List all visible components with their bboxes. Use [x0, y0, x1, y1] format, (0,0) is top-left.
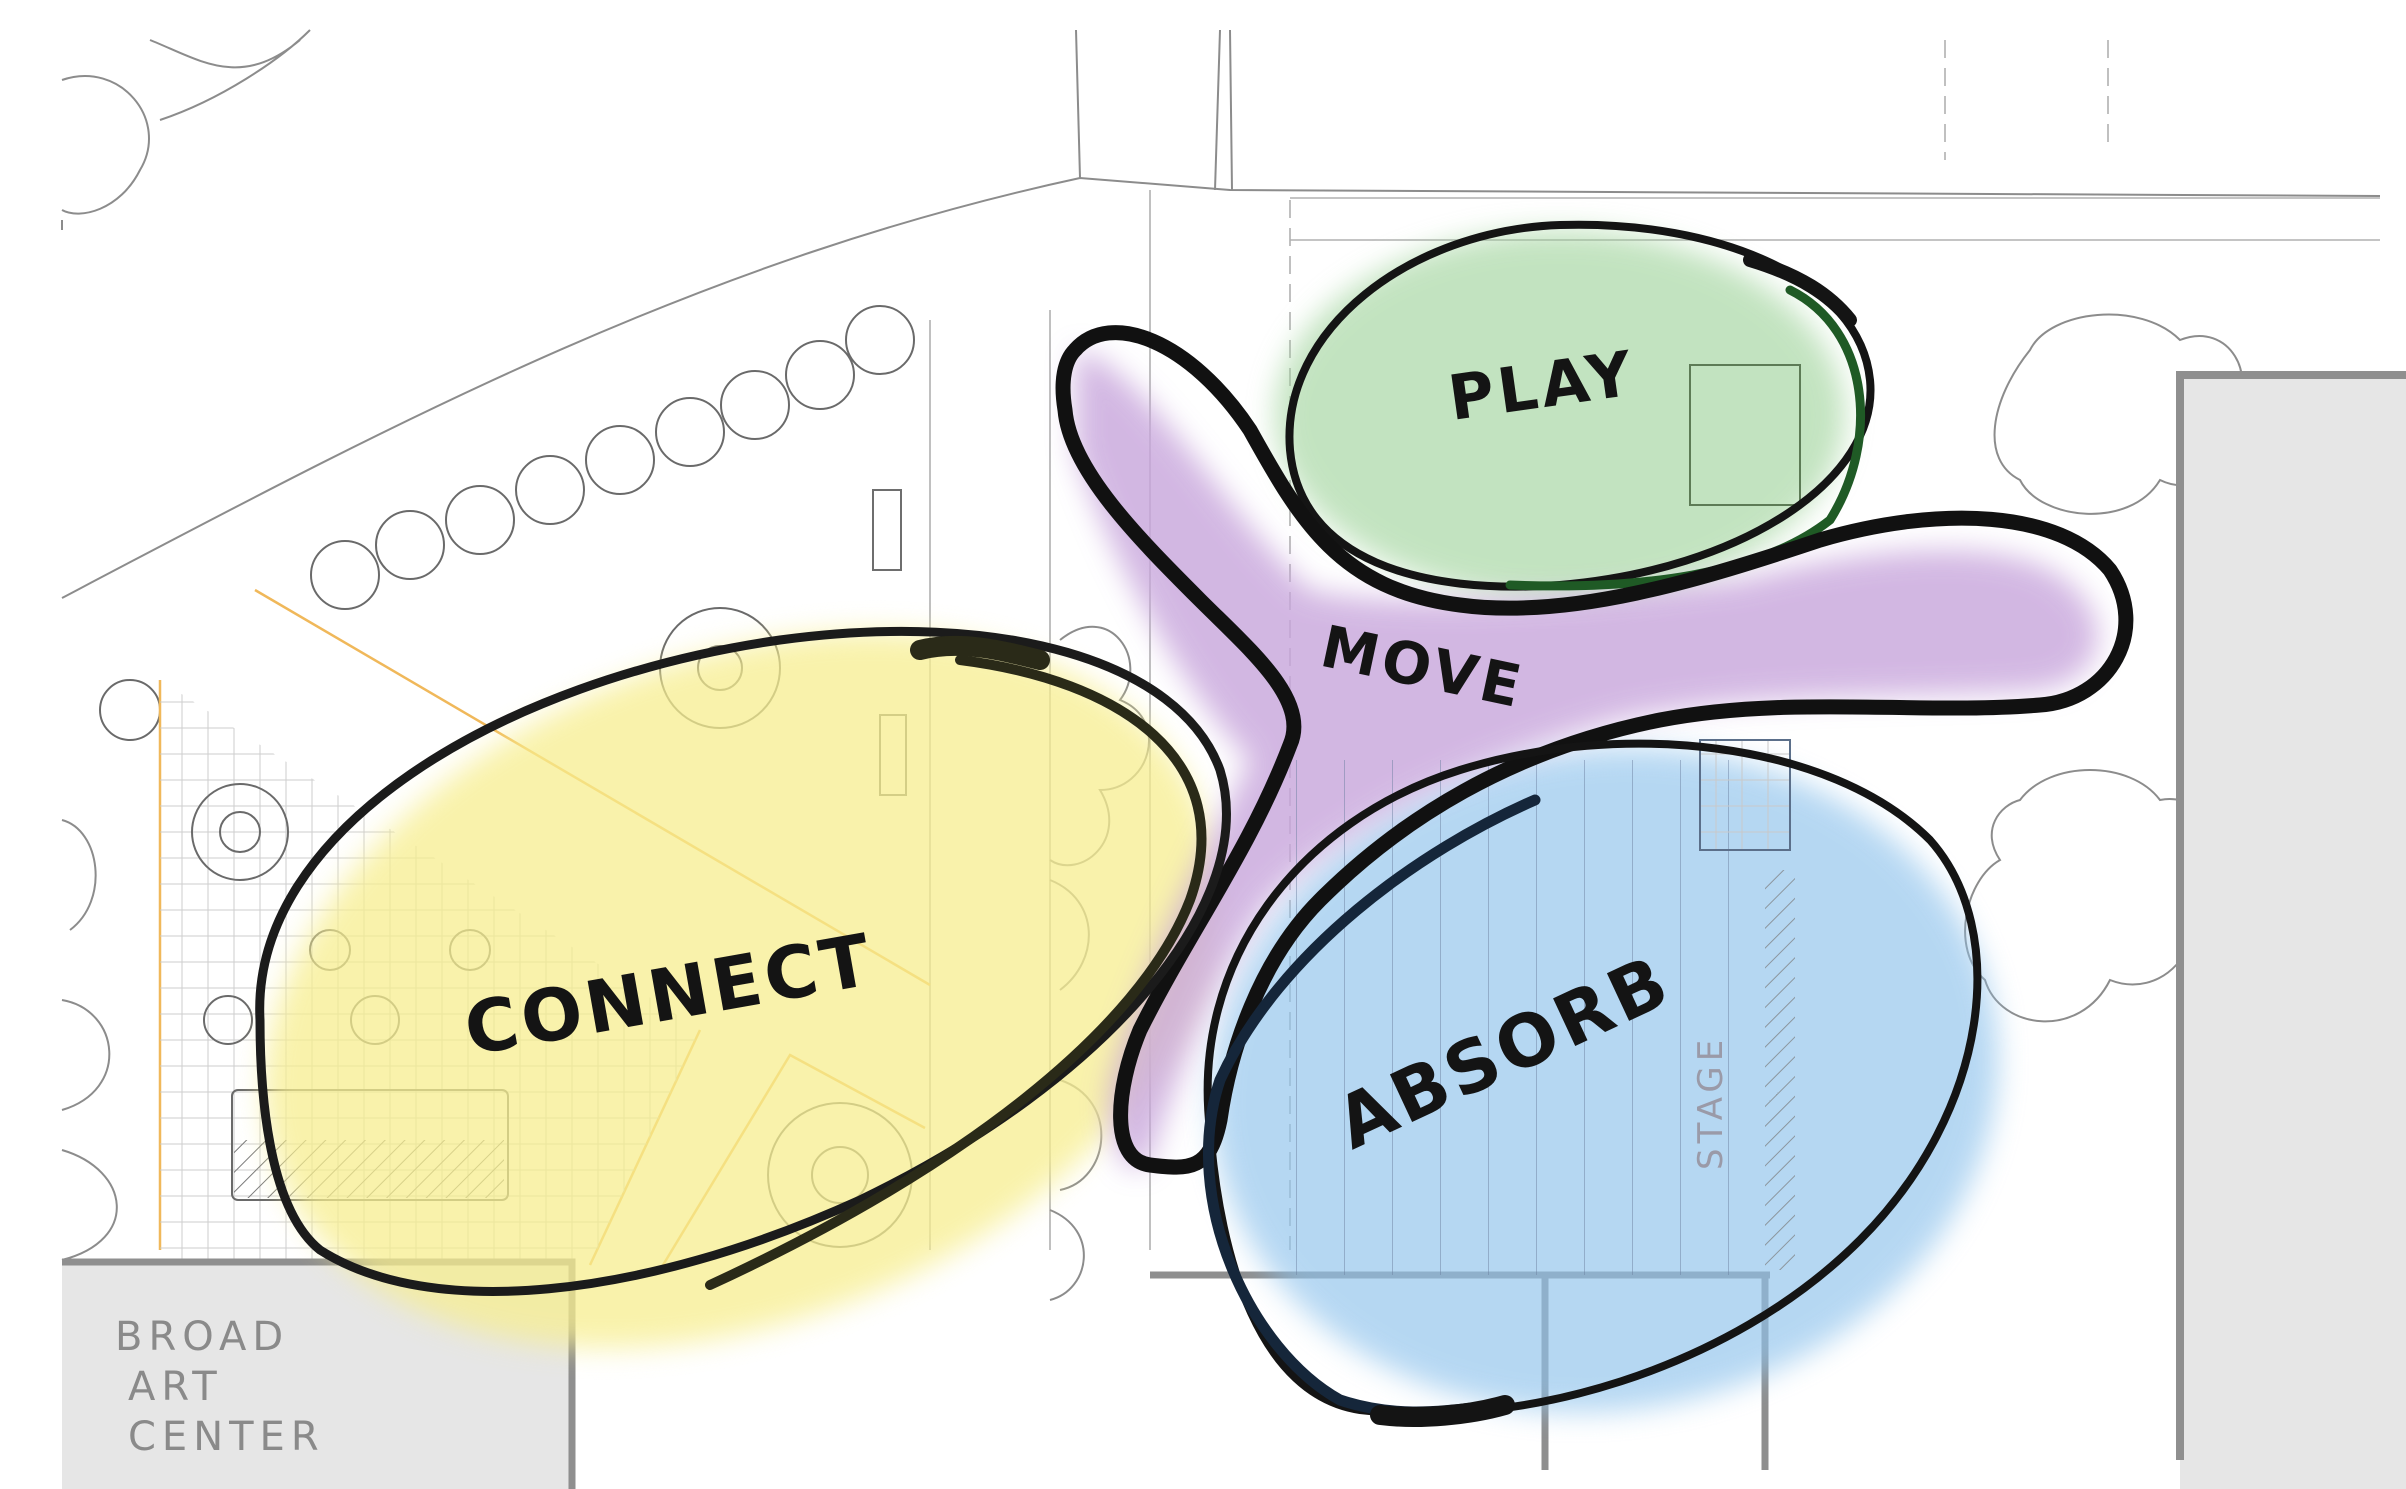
road-line-top — [1290, 198, 2380, 240]
curved-walkway-edge-inner — [62, 30, 1232, 230]
building-label-line-3: CENTER — [128, 1414, 325, 1460]
tree-cloud-right-lower — [1965, 770, 2211, 1021]
stage-edge — [1765, 870, 1795, 1270]
building-label-line-1: BROAD — [115, 1314, 289, 1360]
bench-right — [873, 490, 901, 570]
stage-label: STAGE — [1691, 1035, 1731, 1170]
tree-sketch-top-left — [62, 30, 310, 214]
building-right — [2180, 375, 2406, 1489]
absorb-accent-stroke — [1380, 1405, 1505, 1417]
tree-sketch-left — [62, 820, 117, 1260]
building-label-line-2: ART — [128, 1364, 223, 1410]
